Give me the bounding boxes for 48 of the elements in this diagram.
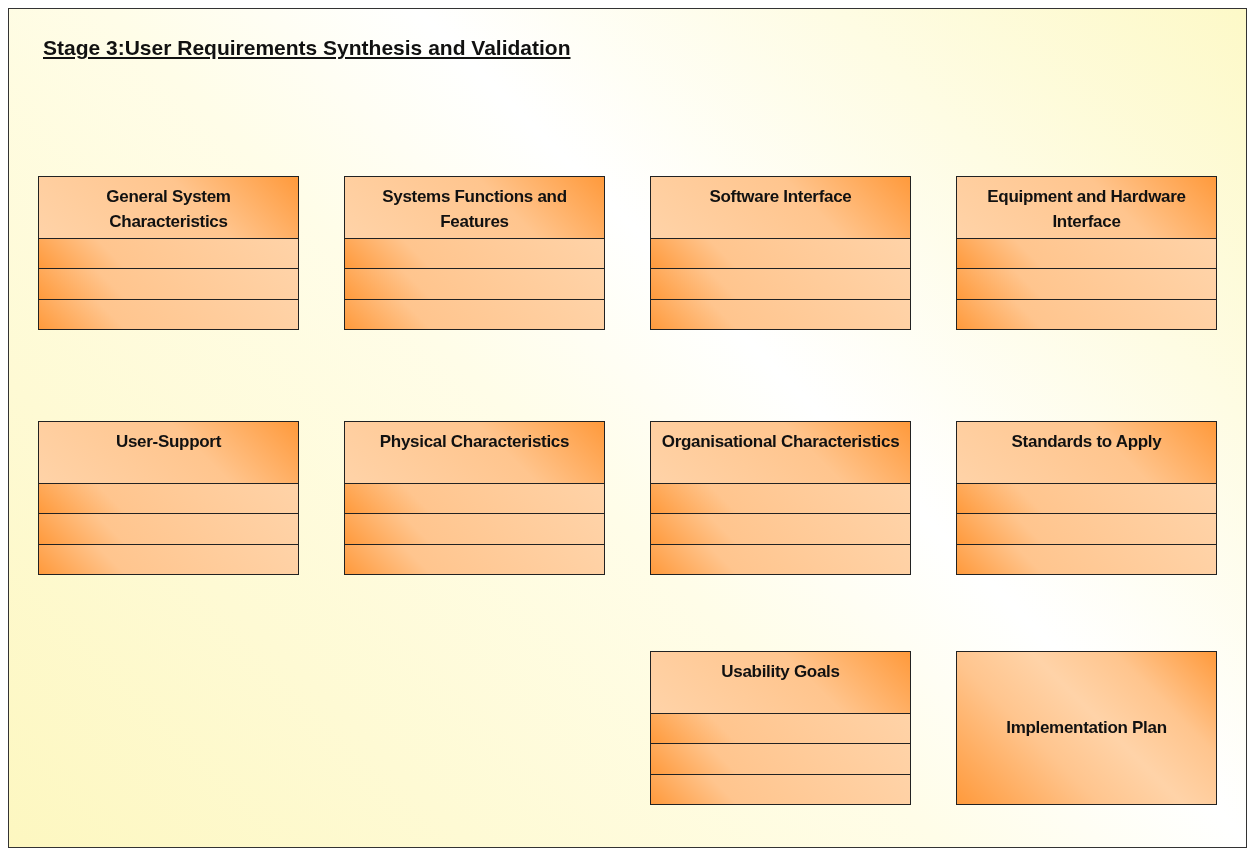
- box-heading: Implementation Plan: [1005, 716, 1168, 739]
- compartment: [651, 743, 910, 774]
- box-heading: Usability Goals: [720, 661, 841, 683]
- compartment: [957, 268, 1216, 299]
- compartment: [345, 543, 604, 574]
- class-box: [344, 421, 605, 575]
- box-heading: Equipment and Hardware Interface: [986, 186, 1187, 233]
- compartment: [39, 298, 298, 329]
- class-box: [956, 176, 1217, 330]
- box-heading: Organisational Characteristics: [660, 431, 901, 453]
- class-box: [650, 176, 911, 330]
- compartment: [957, 298, 1216, 329]
- compartment: [39, 483, 298, 514]
- class-box: [650, 421, 911, 575]
- compartment: [651, 713, 910, 744]
- class-box: [956, 421, 1217, 575]
- compartment: [651, 513, 910, 544]
- compartment: [957, 483, 1216, 514]
- class-box: [344, 176, 605, 330]
- compartment: [651, 238, 910, 269]
- compartment: [345, 298, 604, 329]
- compartment: [345, 513, 604, 544]
- box-heading: Standards to Apply: [1010, 431, 1163, 453]
- compartment: [651, 543, 910, 574]
- compartment: [39, 543, 298, 574]
- compartment: [345, 238, 604, 269]
- class-box: [38, 176, 299, 330]
- box-heading: User-Support: [115, 431, 223, 453]
- compartment: [651, 773, 910, 804]
- compartment: [345, 268, 604, 299]
- compartment: [39, 513, 298, 544]
- box-heading: General System Characteristics: [105, 186, 232, 233]
- compartment: [651, 483, 910, 514]
- compartment: [345, 483, 604, 514]
- compartment: [651, 268, 910, 299]
- class-box: [38, 421, 299, 575]
- compartment: [957, 513, 1216, 544]
- diagram-title: Stage 3:User Requirements Synthesis and Validation: [43, 36, 571, 60]
- compartment: [39, 268, 298, 299]
- class-box: [956, 651, 1217, 805]
- box-heading: Physical Characteristics: [378, 431, 571, 453]
- compartment: [957, 238, 1216, 269]
- compartment: [957, 543, 1216, 574]
- compartment: [651, 298, 910, 329]
- box-heading: Software Interface: [708, 186, 853, 208]
- compartment: [39, 238, 298, 269]
- class-box: [650, 651, 911, 805]
- box-heading: Systems Functions and Features: [381, 186, 568, 233]
